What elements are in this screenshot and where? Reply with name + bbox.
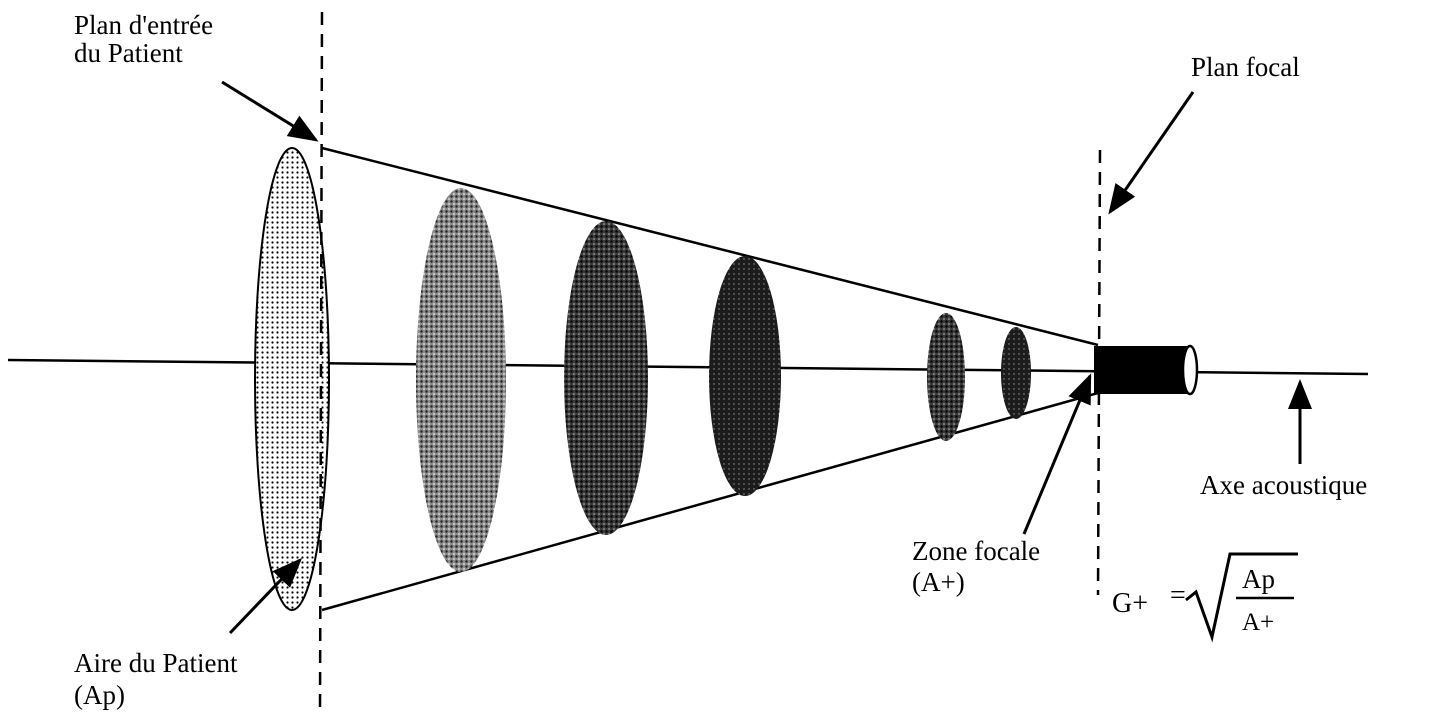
square-root-sign bbox=[1185, 552, 1298, 643]
patient-entry-area-ellipse bbox=[254, 147, 330, 611]
beam-section-4 bbox=[709, 256, 781, 496]
beam-section-6 bbox=[1001, 327, 1031, 419]
formula-equals: = bbox=[1170, 580, 1186, 611]
cone-upper-edge bbox=[321, 146, 1099, 347]
patient-entry-plane-line bbox=[318, 11, 324, 713]
formula-denominator: A+ bbox=[1242, 609, 1274, 636]
focal-zone-cylinder bbox=[1094, 344, 1199, 396]
focal-plane-line bbox=[1096, 149, 1102, 596]
entry-plane-label-line2: du Patient bbox=[74, 38, 183, 68]
beam-section-2 bbox=[416, 188, 506, 572]
beam-section-3 bbox=[564, 221, 648, 535]
formula-numerator: Ap bbox=[1242, 564, 1275, 594]
beam-section-5 bbox=[927, 313, 965, 441]
patient-area-arrow bbox=[228, 557, 303, 635]
gain-formula: G+ = Ap A+ bbox=[1112, 552, 1298, 643]
focal-zone-arrow bbox=[1022, 373, 1092, 535]
cone-lower-edge bbox=[321, 391, 1099, 612]
patient-area-label-line2: (Ap) bbox=[74, 680, 125, 710]
entry-plane-label-line1: Plan d'entrée bbox=[74, 10, 213, 40]
focal-zone-label-line1: Zone focale bbox=[912, 536, 1040, 566]
formula-lhs: G+ bbox=[1112, 588, 1148, 619]
patient-area-label-line1: Aire du Patient bbox=[74, 648, 238, 678]
acoustic-axis-label: Axe acoustique bbox=[1200, 470, 1367, 500]
focal-zone-label-line2: (A+) bbox=[912, 567, 965, 597]
focal-plane-arrow bbox=[1108, 91, 1195, 215]
entry-plane-arrow bbox=[221, 80, 319, 142]
focal-plane-label: Plan focal bbox=[1191, 52, 1300, 82]
